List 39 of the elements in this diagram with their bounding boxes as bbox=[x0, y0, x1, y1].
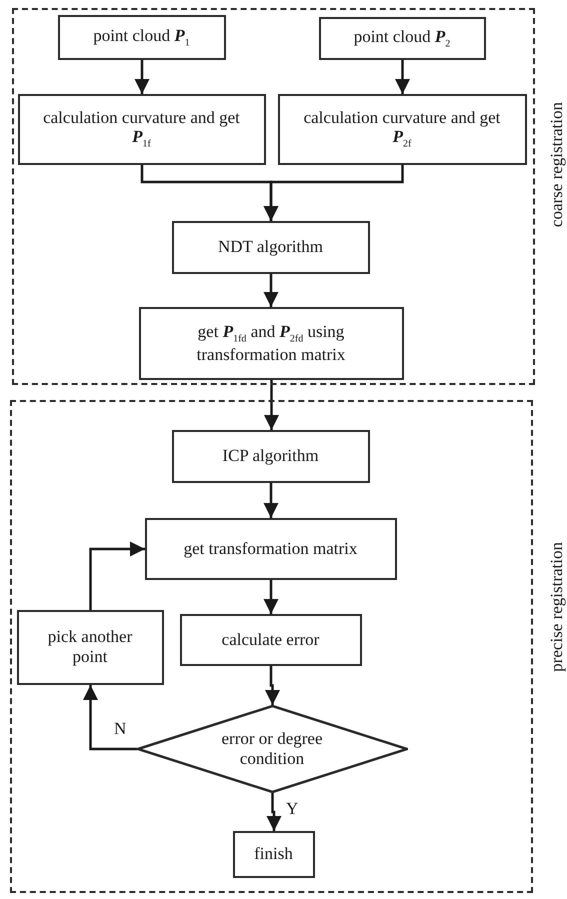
step-text: calculation curvature and get P$_{2f}$ bbox=[302, 108, 502, 150]
process-box bbox=[58, 14, 226, 60]
process-box bbox=[18, 94, 266, 164]
process-box bbox=[172, 220, 370, 274]
step-text: pick another point bbox=[46, 627, 134, 667]
edge-label: N bbox=[113, 720, 128, 737]
step-text: get P$_{1fd}$ and P$_{2fd}$ using transformation matrix bbox=[196, 322, 346, 364]
arrow bbox=[264, 483, 278, 518]
process-box bbox=[278, 94, 526, 164]
process-box bbox=[232, 830, 314, 878]
arrow bbox=[395, 60, 410, 94]
step-text: error or degree condition bbox=[220, 728, 324, 768]
step-text: ICP algorithm bbox=[222, 446, 319, 466]
arrow bbox=[264, 580, 278, 614]
step-text: calculation curvature and get P$_{1f}$ bbox=[42, 108, 241, 150]
arrow bbox=[264, 165, 404, 221]
step-text: point cloud P$_{2}$ bbox=[354, 26, 450, 50]
step-text: finish bbox=[254, 844, 293, 864]
group-label: coarse registration bbox=[547, 102, 567, 228]
group-label: precise registration bbox=[547, 542, 567, 672]
decision-diamond bbox=[136, 704, 408, 792]
process-box bbox=[172, 430, 370, 482]
edge-label: Y bbox=[285, 800, 300, 817]
arrow bbox=[134, 60, 150, 94]
process-box bbox=[180, 614, 362, 666]
arrow bbox=[266, 793, 282, 831]
step-text: point cloud P$_{1}$ bbox=[93, 26, 190, 48]
step-text: get transformation matrix bbox=[184, 538, 358, 558]
process-box bbox=[144, 518, 396, 580]
arrow bbox=[89, 542, 145, 610]
step-text: NDT algorithm bbox=[218, 237, 323, 257]
arrow bbox=[264, 274, 278, 307]
arrow bbox=[83, 685, 137, 750]
arrow bbox=[265, 666, 280, 705]
process-box bbox=[138, 306, 404, 380]
process-box bbox=[318, 16, 486, 60]
process-box bbox=[16, 610, 164, 684]
step-text: calculate error bbox=[222, 630, 320, 650]
arrow bbox=[264, 380, 279, 430]
